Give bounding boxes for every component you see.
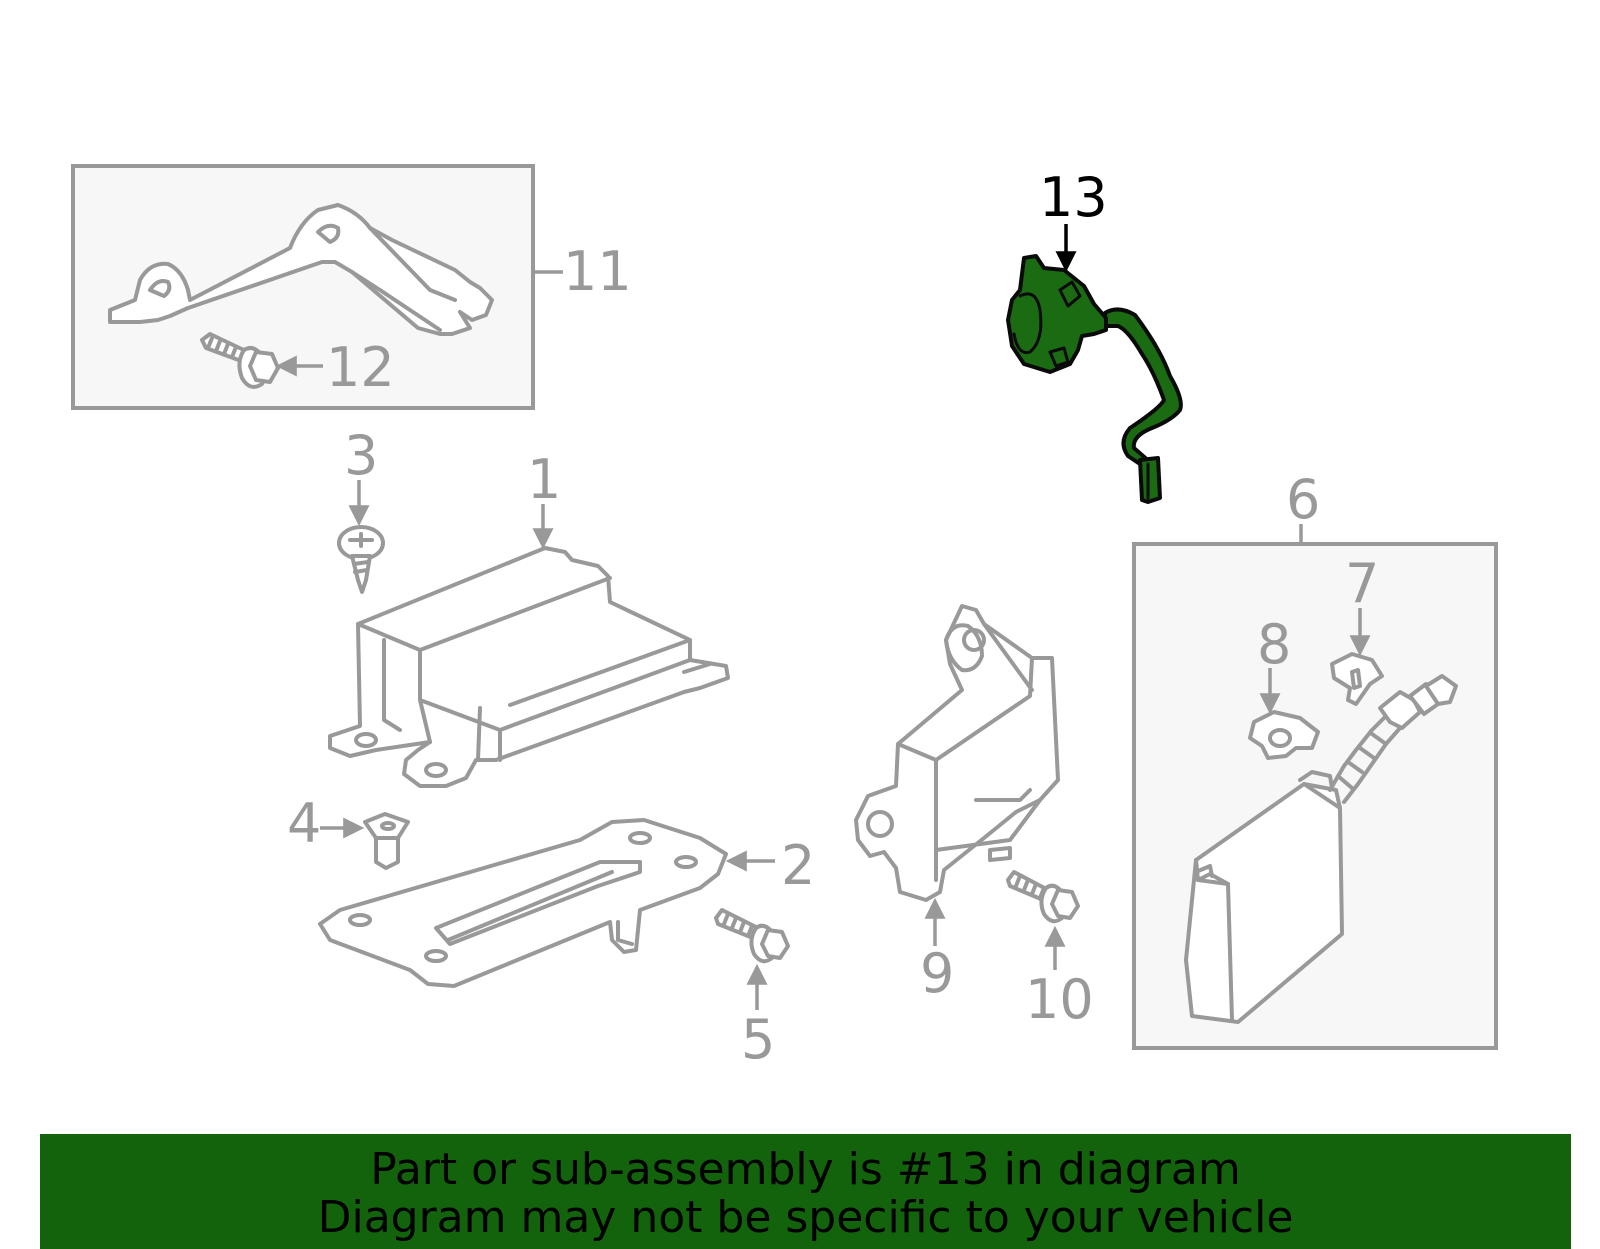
callout-5: 5 — [741, 1008, 775, 1071]
callout-6: 6 — [1286, 468, 1320, 531]
part-4-clip-nut[interactable] — [363, 812, 410, 870]
callout-8: 8 — [1257, 613, 1291, 676]
callout-1: 1 — [527, 448, 561, 511]
part-11-bracket[interactable] — [108, 203, 494, 336]
part-3-screw[interactable] — [337, 525, 385, 594]
part-10-bolt[interactable] — [1006, 870, 1080, 924]
part-8-clip[interactable] — [1248, 710, 1320, 760]
callout-3: 3 — [344, 424, 378, 487]
banner-line-1: Part or sub-assembly is #13 in diagram — [370, 1144, 1241, 1195]
part-6-module-harness[interactable] — [1184, 674, 1458, 1024]
callout-4: 4 — [287, 792, 321, 855]
callout-2: 2 — [781, 834, 815, 897]
callout-10: 10 — [1025, 968, 1094, 1031]
part-9-sensor-bracket[interactable] — [854, 604, 1060, 902]
callout-7: 7 — [1345, 552, 1379, 615]
banner-line-2: Diagram may not be specific to your vehi… — [317, 1192, 1294, 1243]
part-1-control-module[interactable] — [328, 546, 730, 788]
callout-12: 12 — [326, 336, 395, 399]
info-banner: Part or sub-assembly is #13 in diagram D… — [40, 1134, 1571, 1249]
part-12-bolt[interactable] — [200, 332, 280, 389]
part-13-sensor-highlighted[interactable] — [1006, 254, 1183, 504]
part-5-bolt[interactable] — [714, 908, 790, 964]
part-7-clip[interactable] — [1330, 652, 1384, 706]
part-2-mounting-bracket[interactable] — [318, 818, 728, 988]
callout-9: 9 — [920, 942, 954, 1005]
callout-13: 13 — [1039, 166, 1108, 229]
callout-11: 11 — [563, 240, 632, 303]
